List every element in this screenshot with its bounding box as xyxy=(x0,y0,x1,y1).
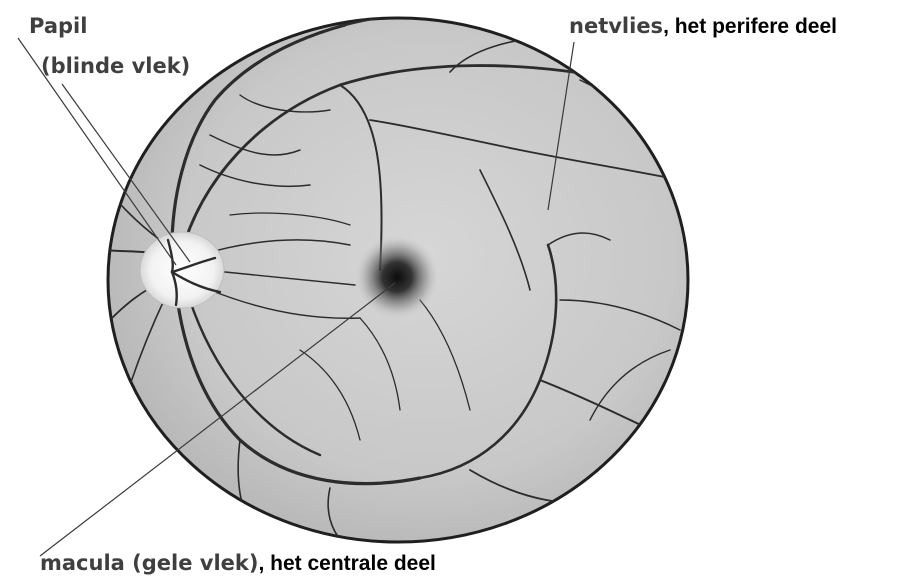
netvlies-label: netvlies, het perifere deel xyxy=(569,16,837,37)
blinde-vlek-label: (blinde vlek) xyxy=(41,56,190,77)
netvlies-term: netvlies xyxy=(569,14,663,38)
macula-term: macula (gele vlek) xyxy=(40,551,258,575)
macula-description: , het centrale deel xyxy=(258,552,435,575)
optic-disc xyxy=(140,232,224,308)
macula-label: macula (gele vlek), het centrale deel xyxy=(40,553,436,574)
macula-spot xyxy=(355,235,439,319)
netvlies-description: , het perifere deel xyxy=(663,15,837,38)
papil-label: Papil xyxy=(29,16,87,37)
